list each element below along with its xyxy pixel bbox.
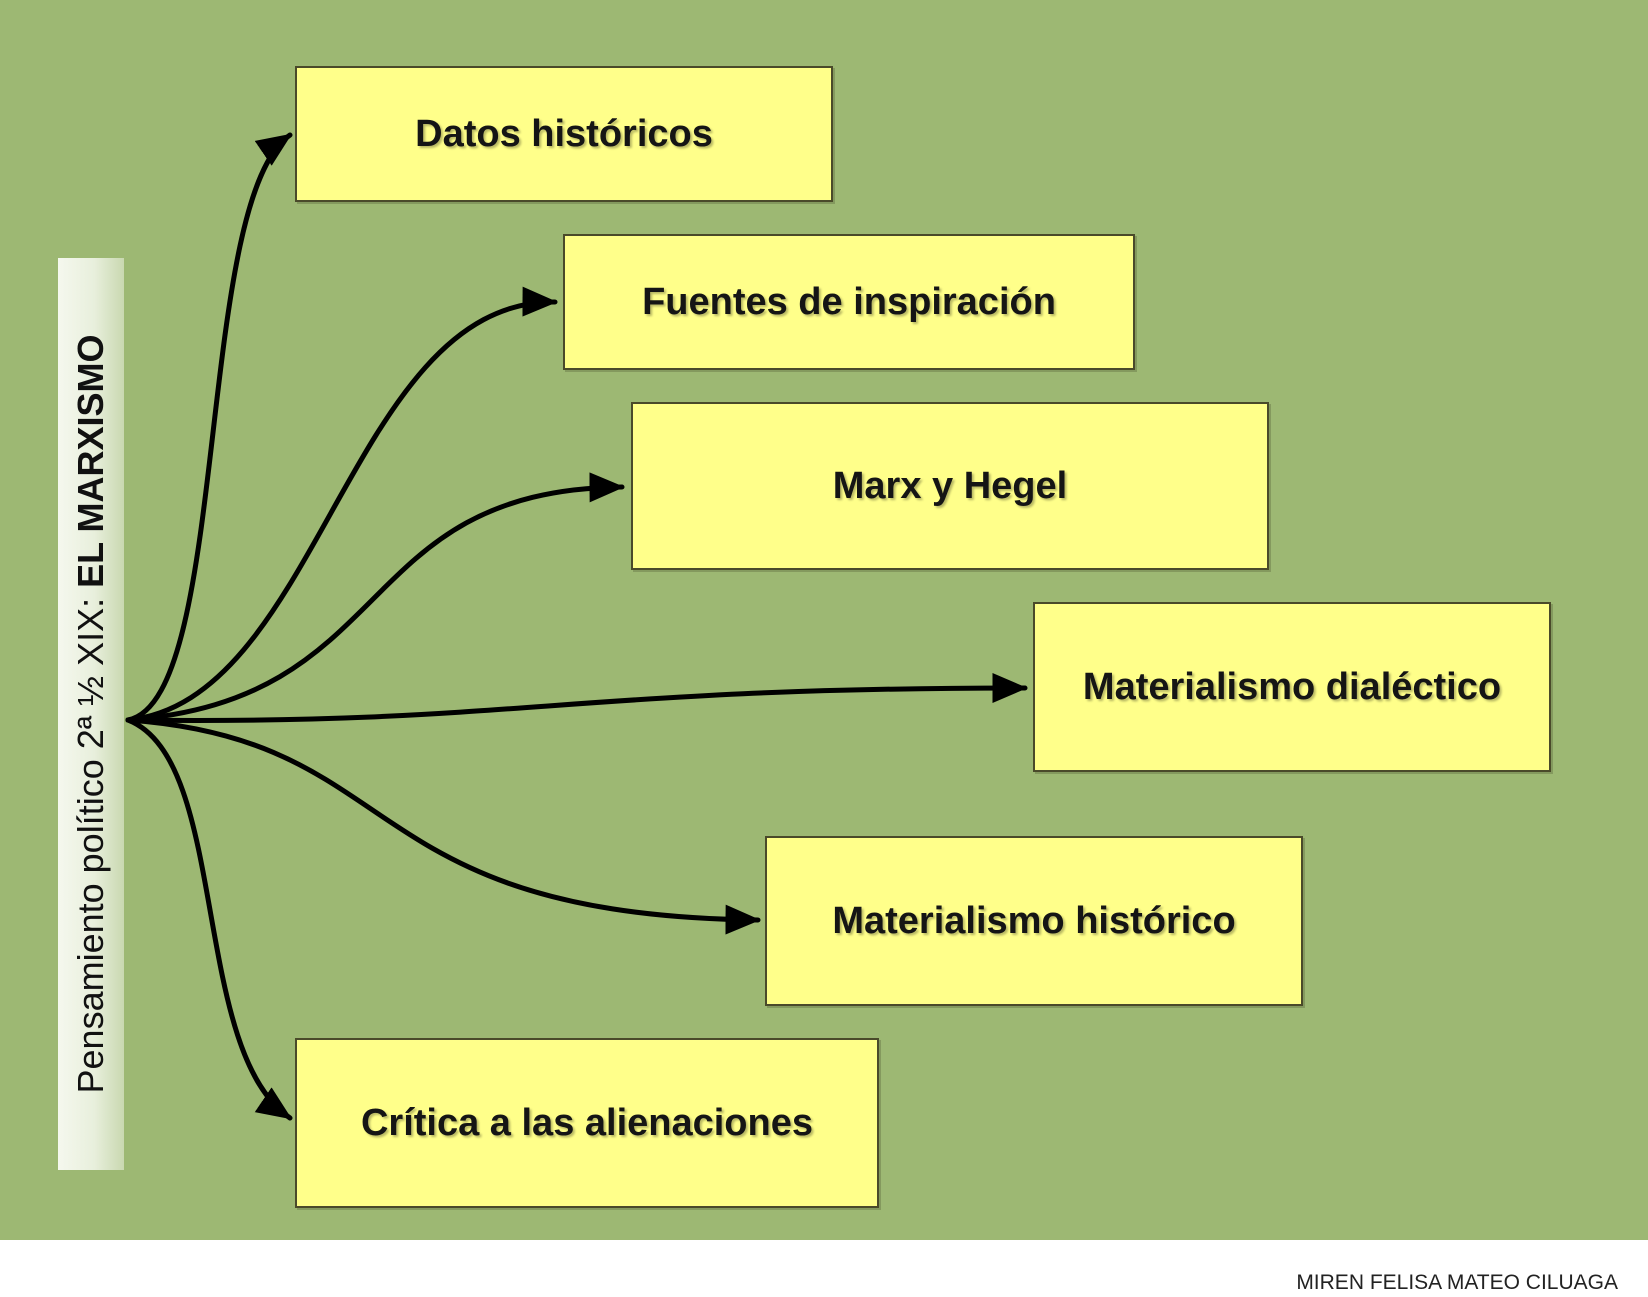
node-label: Datos históricos xyxy=(415,112,713,155)
node-fuentes-inspiracion: Fuentes de inspiración xyxy=(563,234,1135,370)
node-critica-alienaciones: Crítica a las alienaciones xyxy=(295,1038,879,1208)
author-credit: MIREN FELISA MATEO CILUAGA xyxy=(1296,1271,1618,1294)
edge-to-critica xyxy=(125,717,293,1121)
edge-to-datos xyxy=(125,132,293,723)
edge-to-marx-hegel xyxy=(125,472,625,723)
edge-to-fuentes xyxy=(125,286,558,723)
node-label: Marx y Hegel xyxy=(832,464,1068,507)
node-label: Fuentes de inspiración xyxy=(642,280,1056,323)
node-label: Crítica a las alienaciones xyxy=(360,1101,813,1144)
node-materialismo-historico: Materialismo histórico xyxy=(765,836,1303,1006)
arrows-layer xyxy=(125,132,1028,1121)
node-datos-historicos: Datos históricos xyxy=(295,66,833,202)
node-label: Materialismo histórico xyxy=(832,899,1236,942)
edge-to-mat-dialectico xyxy=(125,673,1028,723)
edge-to-mat-historico xyxy=(125,717,761,935)
side-title-panel: Pensamiento político 2ª ½ XIX: EL MARXIS… xyxy=(58,258,124,1170)
node-materialismo-dialectico: Materialismo dialéctico xyxy=(1033,602,1551,772)
node-label: Materialismo dialéctico xyxy=(1082,665,1502,708)
node-marx-hegel: Marx y Hegel xyxy=(631,402,1269,570)
